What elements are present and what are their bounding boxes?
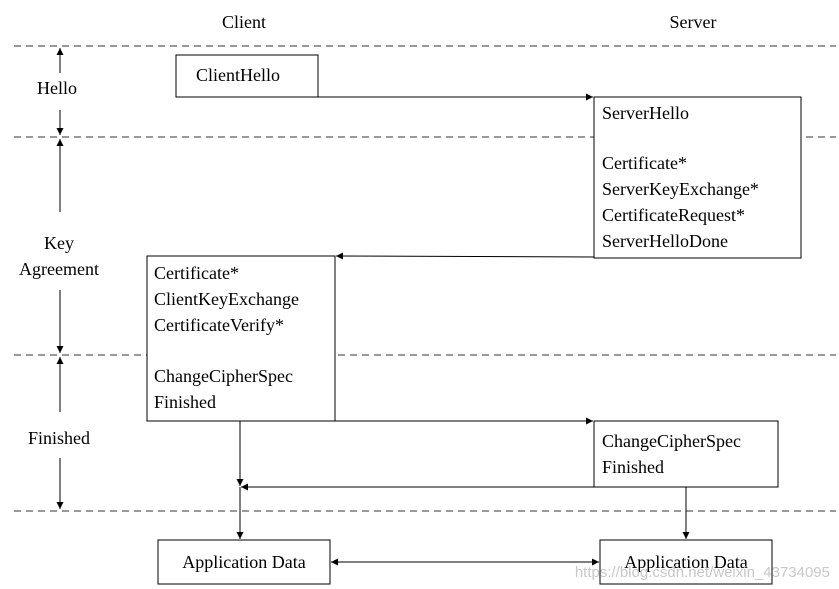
server-certificate-label: Certificate* (602, 153, 687, 173)
phase-label-hello: Hello (37, 78, 77, 98)
server-app-data-box (599, 539, 773, 585)
client-app-data-box (157, 539, 331, 585)
server-hello-done-label: ServerHelloDone (602, 231, 728, 251)
client-change-cipher-spec-label: ChangeCipherSpec (154, 366, 293, 386)
server-app-data-label: Application Data (624, 552, 747, 572)
client-hello-label: ClientHello (196, 65, 280, 85)
server-hello-label: ServerHello (602, 103, 689, 123)
phase-label-agreement: Agreement (19, 259, 99, 279)
client-key-exchange-label: ClientKeyExchange (154, 289, 299, 309)
phase-label-finished: Finished (28, 428, 90, 448)
client-column-header: Client (222, 12, 266, 32)
server-hello-done-arrow (335, 252, 595, 260)
server-change-cipher-spec-label: ChangeCipherSpec (602, 431, 741, 451)
client-key-agreement-box (146, 255, 336, 422)
client-finished-label: Finished (154, 392, 216, 412)
watermark-text: https://blog.csdn.net/weixin_43734095 (575, 564, 830, 581)
client-app-data-label: Application Data (182, 552, 305, 572)
certificate-request-label: CertificateRequest* (602, 205, 745, 225)
server-key-exchange-label: ServerKeyExchange* (602, 179, 759, 199)
server-hello-box (593, 96, 802, 259)
server-column-header: Server (670, 12, 717, 32)
server-finished-label: Finished (602, 457, 664, 477)
server-finished-box (593, 420, 779, 488)
certificate-verify-label: CertificateVerify* (154, 315, 284, 335)
phase-label-key: Key (44, 233, 74, 253)
client-certificate-label: Certificate* (154, 263, 239, 283)
client-hello-box (175, 54, 319, 98)
